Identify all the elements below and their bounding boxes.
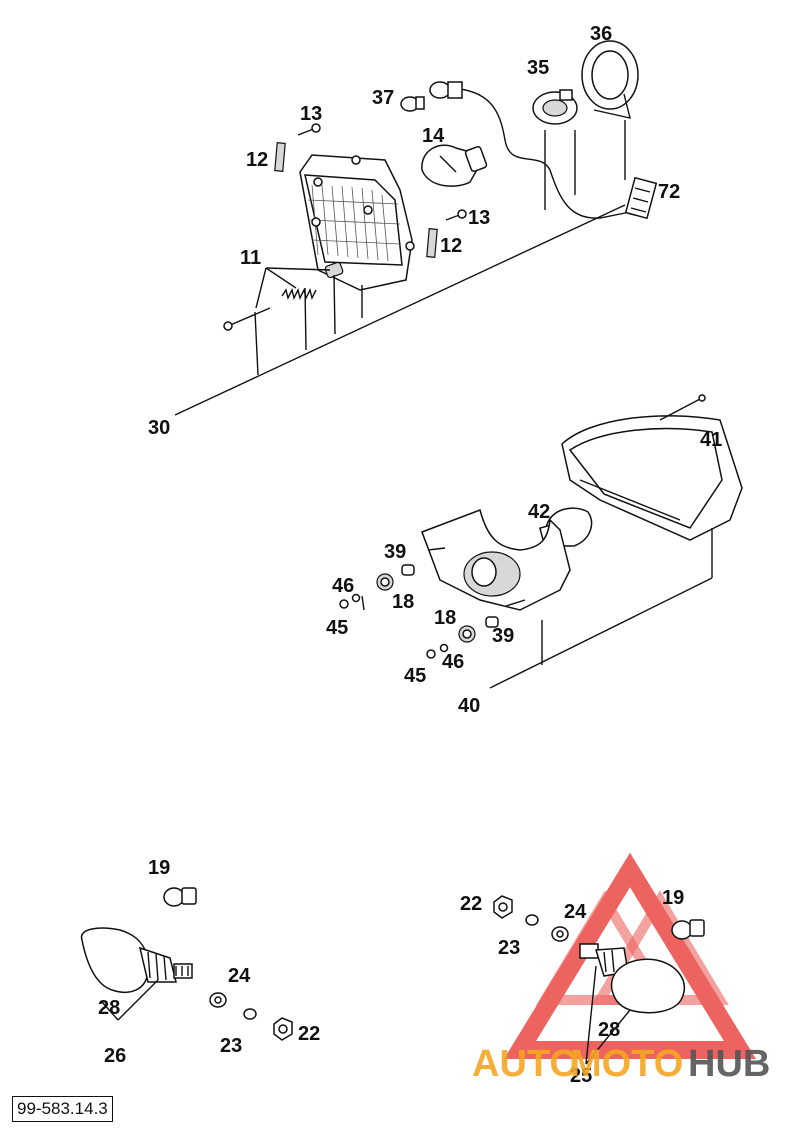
bulb-19-left	[163, 887, 197, 907]
callout-22-right: 22	[460, 893, 482, 915]
watermark-text-moto: MOTO	[570, 1043, 683, 1085]
callout-labels: 36 35 37 13 14 12 72 13 12 11 30 41 42 3…	[98, 23, 722, 1087]
screw-13-top	[297, 123, 321, 136]
rubber-boot-36	[581, 40, 639, 119]
callout-22-left: 22	[298, 1023, 320, 1045]
callout-14: 14	[422, 125, 445, 147]
indicator-housing-26	[138, 946, 193, 983]
callout-23-right: 23	[498, 937, 520, 959]
callout-41: 41	[700, 429, 722, 451]
adjust-screw-11	[223, 307, 271, 331]
headlight-assembly	[174, 40, 658, 416]
callout-24-right: 24	[564, 901, 587, 923]
taillight-assembly	[339, 394, 743, 689]
spacer-39-right	[485, 616, 499, 628]
indicator-lens-28-right	[610, 958, 685, 1014]
callout-12-right: 12	[440, 235, 462, 257]
bolt	[659, 394, 706, 421]
callout-13-right: 13	[468, 207, 490, 229]
callout-42: 42	[528, 501, 550, 523]
callout-45-right: 45	[404, 665, 426, 687]
callout-13-top: 13	[300, 103, 322, 125]
washer-46-right	[439, 643, 449, 653]
lockwasher-23-left	[243, 1008, 257, 1020]
nut-11	[324, 261, 344, 279]
wiring-harness	[449, 87, 631, 219]
callout-19-right: 19	[662, 887, 684, 909]
connector-72	[624, 176, 658, 220]
document-number: 99-583.14.3	[12, 1096, 113, 1122]
lockwasher-23-right	[525, 914, 539, 926]
callout-28-left: 28	[98, 997, 120, 1019]
washer-46-left	[351, 593, 361, 603]
nut-45-right	[426, 649, 436, 659]
callout-45-left: 45	[326, 617, 348, 639]
watermark-text-auto: AUTO	[472, 1043, 579, 1085]
callout-36: 36	[590, 23, 612, 45]
callout-25: 25	[570, 1065, 592, 1087]
callout-28-right: 28	[598, 1019, 620, 1041]
callout-23-left: 23	[220, 1035, 242, 1057]
taillight-lens-41	[561, 415, 743, 541]
turn-signal-left	[80, 887, 293, 1041]
callout-72: 72	[658, 181, 680, 203]
spacer-39-left	[401, 564, 415, 576]
plug-body	[429, 81, 463, 99]
bulb-14	[421, 144, 488, 187]
callout-11: 11	[240, 247, 261, 269]
callout-40: 40	[458, 695, 480, 717]
spring-11	[281, 287, 317, 301]
indicator-lens-28-left	[80, 927, 149, 993]
callout-24-left: 24	[228, 965, 251, 987]
callout-19-left: 19	[148, 857, 170, 879]
turn-signal-right	[493, 895, 705, 1065]
callout-39-left: 39	[384, 541, 406, 563]
callout-12-top: 12	[246, 149, 268, 171]
watermark-text: AUTO MOTO HUB	[472, 1043, 770, 1085]
nut-45-left	[339, 599, 349, 609]
clip-12-top	[274, 142, 286, 172]
bulb-19-right	[671, 919, 705, 940]
callout-18-right: 18	[434, 607, 456, 629]
socket-35	[532, 89, 578, 125]
taillight-base	[421, 509, 571, 611]
callout-39-right: 39	[492, 625, 514, 647]
callout-26: 26	[104, 1045, 126, 1067]
callout-46-right: 46	[442, 651, 464, 673]
callout-30: 30	[148, 417, 170, 439]
screw-13-right	[445, 209, 467, 221]
callout-37: 37	[372, 87, 394, 109]
clip-12-right	[426, 228, 438, 258]
callout-35: 35	[527, 57, 549, 79]
bulb-37	[400, 96, 425, 112]
callout-18-left: 18	[392, 591, 414, 613]
watermark-text-hub: HUB	[688, 1043, 770, 1085]
watermark-triangle-logo	[503, 852, 757, 1059]
callout-46-left: 46	[332, 575, 354, 597]
